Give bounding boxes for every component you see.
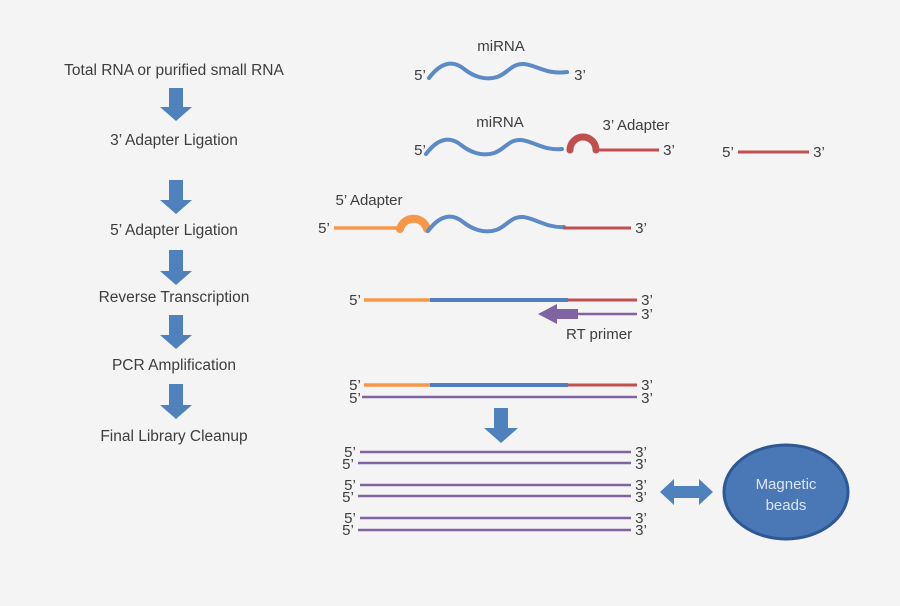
- magnetic-beads-label: Magnetic: [756, 476, 817, 493]
- three-prime-label: 3’: [635, 522, 647, 539]
- three-prime-label: 3’: [574, 67, 586, 84]
- down-arrow-icon: [160, 384, 192, 419]
- three-prime-label: 3’: [635, 477, 647, 494]
- five-prime-label: 5’: [318, 220, 330, 237]
- three-prime-label: 3’: [641, 306, 653, 323]
- mirna-label: miRNA: [477, 38, 525, 55]
- three-prime-label: 3’: [635, 220, 647, 237]
- rt-primer-arrow-icon: [538, 304, 578, 324]
- five-prime-label: 5’: [349, 292, 361, 309]
- five-prime-label: 5’: [344, 444, 356, 461]
- five-prime-label: 5’: [414, 142, 426, 159]
- down-arrow-icon: [484, 408, 518, 443]
- adapter5-arc: [396, 214, 431, 233]
- mirna-wave: [424, 137, 564, 157]
- three-prime-label: 3’: [635, 444, 647, 461]
- workflow-step-pcr-amplification: PCR Amplification: [111, 357, 237, 374]
- three-prime-label: 3’: [663, 142, 675, 159]
- five-prime-label: 5’: [342, 522, 354, 539]
- down-arrow-icon: [160, 250, 192, 285]
- workflow-step-final-cleanup: Final Library Cleanup: [100, 428, 248, 445]
- three-prime-label: 3’: [635, 456, 647, 473]
- five-prime-label: 5’: [722, 144, 734, 161]
- mirna-label: miRNA: [476, 114, 524, 131]
- three-prime-label: 3’: [813, 144, 825, 161]
- five-prime-label: 5’: [344, 477, 356, 494]
- workflow-step-5-adapter-ligation: 5’ Adapter Ligation: [110, 222, 238, 239]
- five-prime-label: 5’: [349, 377, 361, 394]
- mirna-wave: [426, 214, 566, 234]
- five-prime-label: 5’: [342, 456, 354, 473]
- double-arrow-icon: [660, 479, 713, 505]
- five-prime-label: 5’: [414, 67, 426, 84]
- three-prime-label: 3’: [641, 292, 653, 309]
- three-prime-label: 3’: [641, 377, 653, 394]
- workflow-step-total-rna: Total RNA or purified small RNA: [64, 62, 284, 79]
- workflow-step-3-adapter-ligation: 3’ Adapter Ligation: [110, 132, 238, 149]
- down-arrow-icon: [160, 180, 192, 214]
- rt-primer-label: RT primer: [566, 326, 632, 343]
- down-arrow-icon: [160, 315, 192, 349]
- adapter3-arc: [566, 133, 600, 154]
- magnetic-beads-label: beads: [766, 497, 807, 514]
- five-prime-label: 5’: [342, 489, 354, 506]
- workflow-step-reverse-transcription: Reverse Transcription: [98, 289, 250, 306]
- three-prime-label: 3’: [641, 390, 653, 407]
- three-prime-label: 3’: [635, 510, 647, 527]
- magnetic-beads-shape: [722, 443, 850, 541]
- adapter5-label: 5’ Adapter: [336, 192, 403, 209]
- three-prime-label: 3’: [635, 489, 647, 506]
- five-prime-label: 5’: [349, 390, 361, 407]
- five-prime-label: 5’: [344, 510, 356, 527]
- mirna-wave: [427, 61, 569, 81]
- adapter3-label: 3’ Adapter: [603, 117, 670, 134]
- down-arrow-icon: [160, 88, 192, 121]
